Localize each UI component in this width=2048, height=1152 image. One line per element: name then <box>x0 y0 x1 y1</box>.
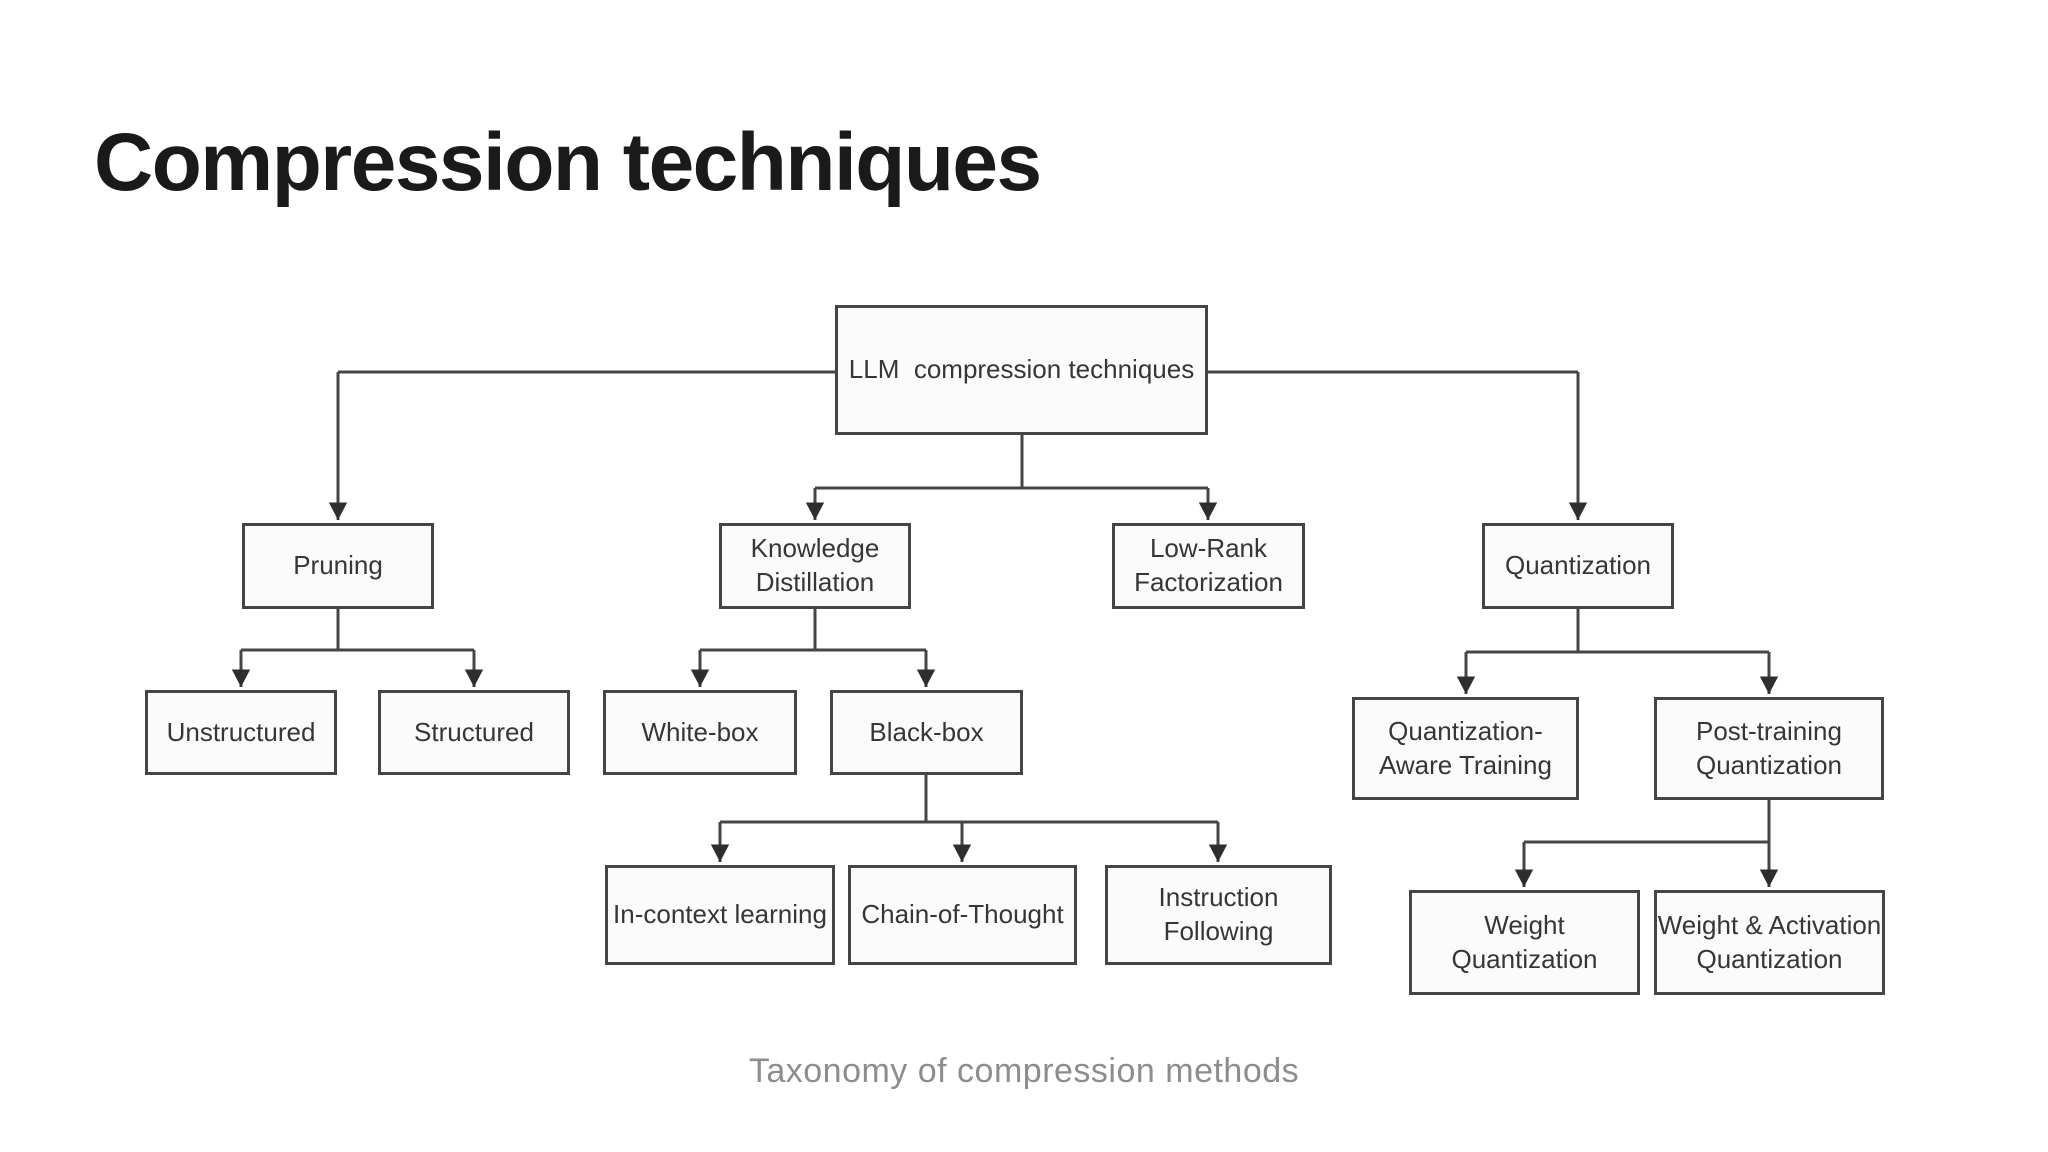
connector-root-to-kd-and-lowrank <box>805 435 1218 520</box>
node-label: Pruning <box>293 550 383 581</box>
node-structured: Structured <box>378 690 570 775</box>
node-label: Weight Quantization <box>1451 909 1598 974</box>
diagram-caption: Taxonomy of compression methods <box>748 1052 1300 1090</box>
node-label: Quantization <box>1505 550 1651 581</box>
connector-blackbox-children <box>710 775 1228 862</box>
node-llm-compression-techniques: LLM compression techniques <box>835 305 1208 435</box>
node-quantization: Quantization <box>1482 523 1674 609</box>
node-low-rank-factorization: Low-Rank Factorization <box>1112 523 1305 609</box>
node-label: Structured <box>414 716 534 747</box>
node-unstructured: Unstructured <box>145 690 337 775</box>
connector-root-to-quantization <box>1208 370 1588 520</box>
node-label: White-box <box>641 716 759 747</box>
node-knowledge-distillation: Knowledge Distillation <box>719 523 911 609</box>
node-chain-of-thought: Chain-of-Thought <box>848 865 1077 965</box>
node-pruning: Pruning <box>242 523 434 609</box>
node-white-box: White-box <box>603 690 797 775</box>
connector-root-to-pruning <box>328 370 835 520</box>
node-weight-activation-quantization: Weight & Activation Quantization <box>1654 890 1885 995</box>
node-in-context-learning: In-context learning <box>605 865 835 965</box>
connector-quantization-children <box>1456 609 1779 694</box>
node-label: Weight & Activation Quantization <box>1657 909 1882 974</box>
node-label: Black-box <box>869 716 984 747</box>
node-label: Instruction Following <box>1158 882 1279 946</box>
node-label: Knowledge Distillation <box>750 533 880 597</box>
connector-pruning-children <box>231 609 484 687</box>
node-quantization-aware-training: Quantization- Aware Training <box>1352 697 1579 800</box>
node-label: Unstructured <box>166 716 316 747</box>
node-weight-quantization: Weight Quantization <box>1409 890 1640 995</box>
node-label: Post-training Quantization <box>1696 715 1842 780</box>
node-label: In-context learning <box>613 899 827 930</box>
node-black-box: Black-box <box>830 690 1023 775</box>
node-label: Quantization- Aware Training <box>1379 715 1552 780</box>
node-post-training-quantization: Post-training Quantization <box>1654 697 1884 800</box>
node-label: LLM compression techniques <box>848 354 1195 385</box>
node-label: Low-Rank Factorization <box>1134 533 1283 597</box>
node-instruction-following: Instruction Following <box>1105 865 1332 965</box>
connector-ptq-children <box>1514 800 1779 887</box>
connector-kd-children <box>690 609 936 687</box>
page-title: Compression techniques <box>94 117 1042 208</box>
node-label: Chain-of-Thought <box>861 899 1064 930</box>
